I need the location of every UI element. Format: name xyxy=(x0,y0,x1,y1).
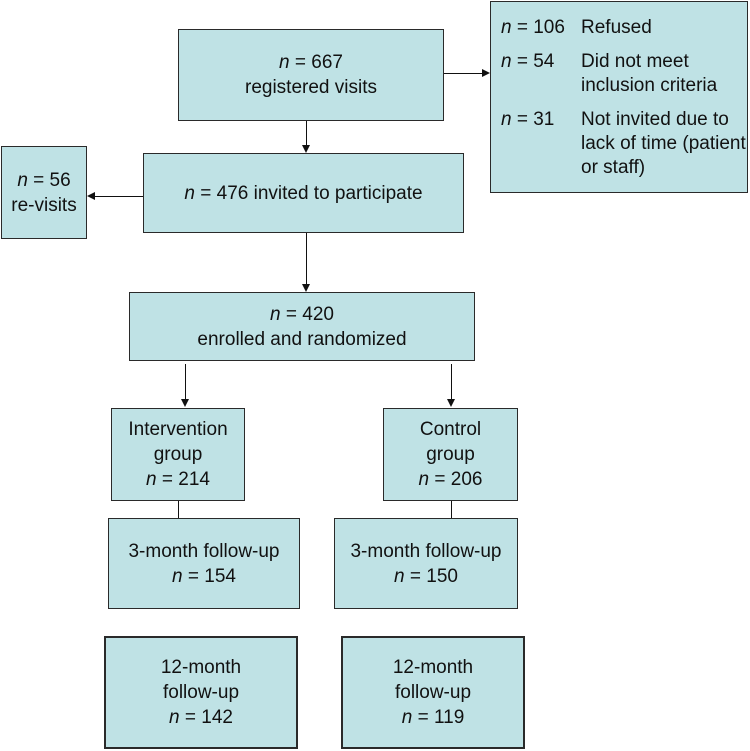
exclusion-label: Refused xyxy=(581,17,652,38)
intervention-3month-box: 3-month follow-up n = 154 xyxy=(108,518,300,609)
connector-to-exclusions xyxy=(444,73,482,74)
revisits-label: re-visits xyxy=(11,194,77,216)
registered-label: registered visits xyxy=(245,77,377,98)
connector-to-enrolled xyxy=(306,233,307,284)
invited-box: n = 476 invited to participate xyxy=(143,153,464,233)
revisits-box: n = 56 re-visits xyxy=(1,146,87,239)
intervention-12month-line1: 12-month xyxy=(160,657,242,678)
control-line1: Control xyxy=(419,419,482,440)
connector-to-invited xyxy=(306,121,307,145)
enrolled-box: n = 420 enrolled and randomized xyxy=(129,292,475,361)
control-12month-box: 12-month follow-up n = 119 xyxy=(341,636,525,749)
control-3month-label: 3-month follow-up xyxy=(350,540,502,562)
intervention-line2: group xyxy=(153,444,203,465)
connector-to-control xyxy=(451,364,452,399)
intervention-line1: Intervention xyxy=(128,419,228,440)
revisits-count: n = 56 xyxy=(17,169,71,191)
control-12month-count: n = 119 xyxy=(401,707,465,728)
control-3month-count: n = 150 xyxy=(394,565,458,587)
intervention-group-box: Intervention group n = 214 xyxy=(111,408,245,501)
exclusion-row-refused: n = 106 Refused xyxy=(491,16,747,40)
exclusion-row-criteria: n = 54 Did not meet inclusion criteria xyxy=(491,50,747,98)
exclusion-label: Not invited due to lack of time (patient… xyxy=(581,109,746,178)
arrow-to-control xyxy=(447,399,455,407)
connector-to-intervention xyxy=(185,364,186,399)
control-count: n = 206 xyxy=(418,469,483,490)
arrow-to-exclusions xyxy=(482,69,490,77)
intervention-count: n = 214 xyxy=(146,469,210,490)
intervention-3month-label: 3-month follow-up xyxy=(128,540,280,562)
arrow-to-revisits xyxy=(87,192,95,200)
control-12month-line1: 12-month xyxy=(392,657,474,678)
arrow-to-enrolled xyxy=(302,284,310,292)
control-12month-line2: follow-up xyxy=(394,682,472,703)
arrow-to-intervention xyxy=(181,399,189,407)
intervention-12month-count: n = 142 xyxy=(169,707,233,728)
intervention-3month-count: n = 154 xyxy=(172,565,236,587)
arrow-to-invited xyxy=(302,145,310,153)
invited-count: n = 476 invited to participate xyxy=(184,182,423,204)
enrolled-count: n = 420 xyxy=(270,303,334,325)
registered-count: n = 667 xyxy=(279,52,343,73)
connector-to-revisits xyxy=(95,196,143,197)
exclusions-box: n = 106 Refused n = 54 Did not meet incl… xyxy=(490,1,748,193)
intervention-12month-line2: follow-up xyxy=(162,682,240,703)
enrolled-label: enrolled and randomized xyxy=(197,328,407,350)
exclusion-label: Did not meet inclusion criteria xyxy=(581,51,718,96)
intervention-12month-box: 12-month follow-up n = 142 xyxy=(104,636,298,749)
registered-visits-box: n = 667 registered visits xyxy=(178,29,444,121)
control-line2: group xyxy=(426,444,475,465)
exclusion-row-time: n = 31 Not invited due to lack of time (… xyxy=(501,109,746,178)
connector-intervention-3m xyxy=(178,501,179,518)
control-3month-box: 3-month follow-up n = 150 xyxy=(334,518,518,609)
connector-control-3m xyxy=(451,501,452,518)
control-group-box: Control group n = 206 xyxy=(383,408,518,501)
